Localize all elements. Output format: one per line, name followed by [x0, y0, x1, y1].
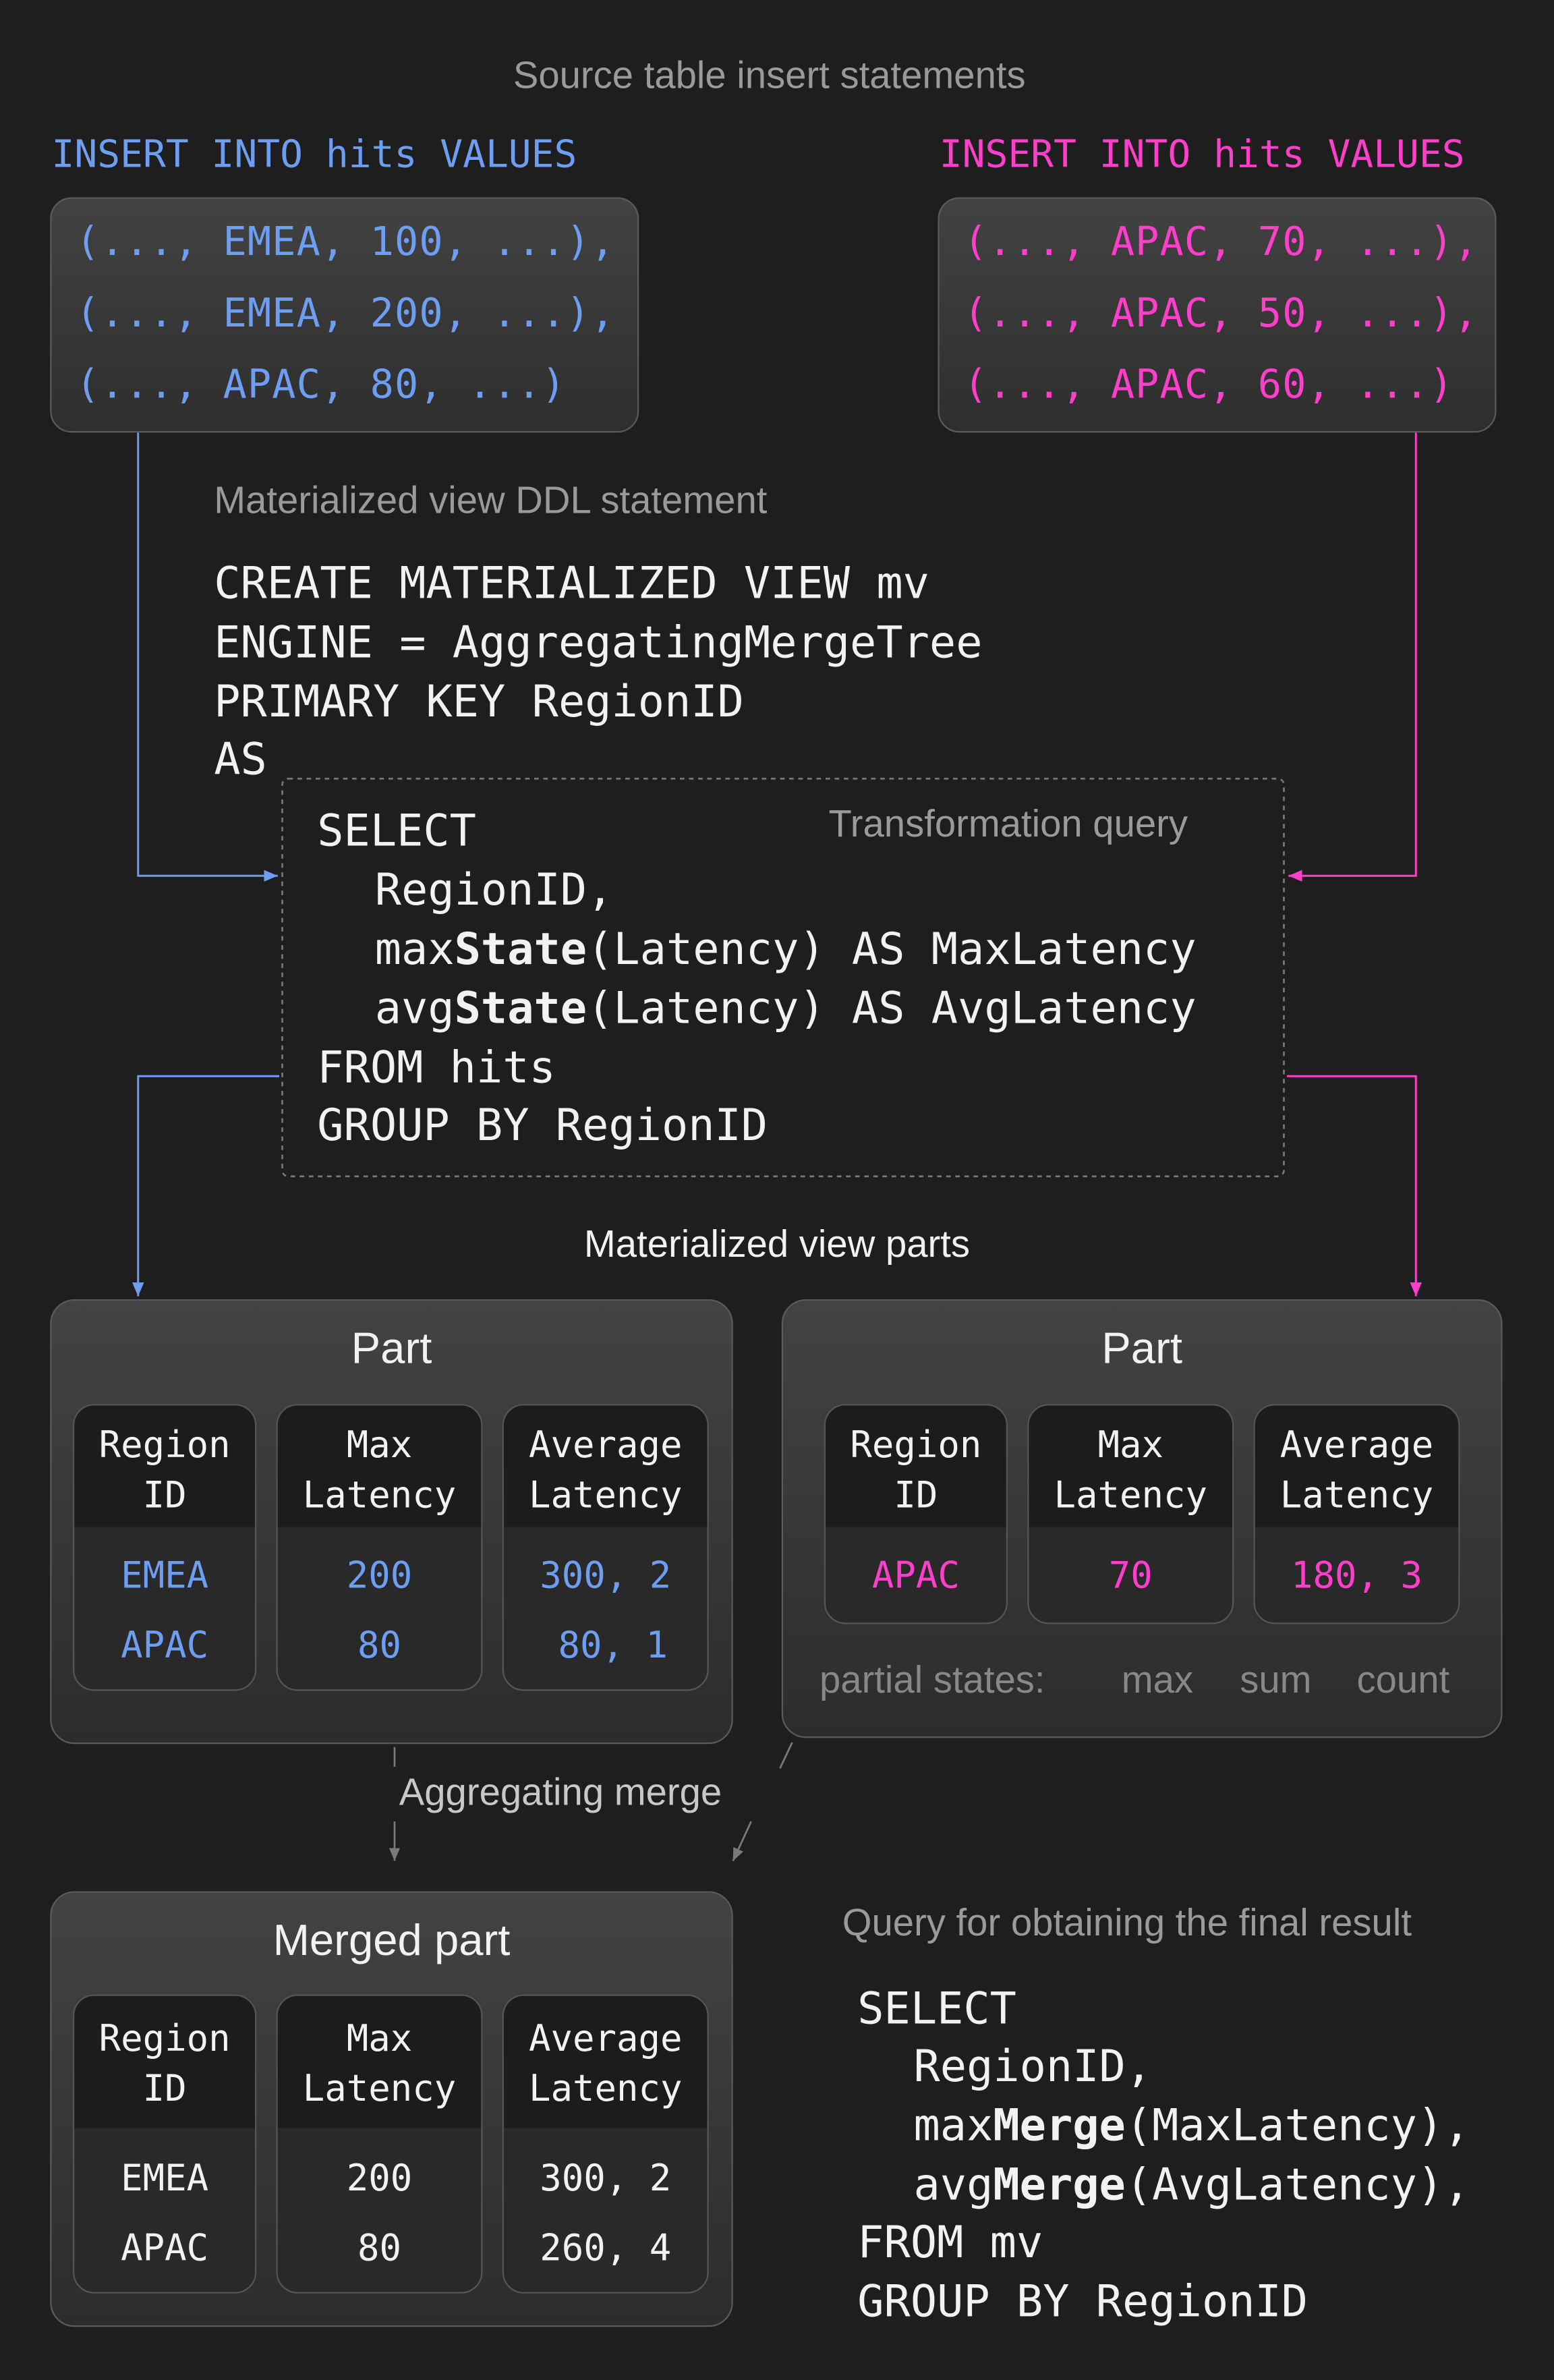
right-insert-label: INSERT INTO hits VALUES — [939, 132, 1465, 176]
magenta-connector-in — [1288, 432, 1417, 882]
partial-states-label: partial states: — [819, 1659, 1045, 1702]
part-title: Merged part — [272, 1917, 511, 1966]
final-query-line: SELECT — [857, 1982, 1016, 2035]
column-max-latency: Max Latency 70 — [1027, 1404, 1234, 1624]
partial-state-sum: sum — [1240, 1659, 1312, 1702]
column-region-id: Region ID EMEA APAC — [73, 1994, 257, 2294]
insert-row: (..., APAC, 60, ...) — [963, 362, 1454, 409]
transformation-query-box — [281, 777, 1285, 1178]
partial-state-count: count — [1356, 1659, 1450, 1702]
partial-state-max: max — [1121, 1659, 1194, 1702]
column-average-latency: Average Latency 180, 3 — [1253, 1404, 1460, 1624]
transformation-query-label: Transformation query — [828, 803, 1188, 846]
ddl-line: AS — [214, 733, 267, 785]
insert-row: (..., APAC, 50, ...), — [963, 291, 1479, 337]
column-region-id: Region ID EMEA APAC — [73, 1404, 257, 1691]
ddl-line: PRIMARY KEY RegionID — [214, 675, 744, 727]
final-query-line: maxMerge(MaxLatency), — [913, 2099, 1470, 2151]
ddl-line: ENGINE = AggregatingMergeTree — [214, 616, 983, 669]
final-query-line: avgMerge(AvgLatency), — [913, 2158, 1470, 2211]
part-left: Part Region ID EMEA APAC Max Latency 200… — [50, 1299, 733, 1745]
right-insert-values: (..., APAC, 70, ...), (..., APAC, 50, ..… — [938, 197, 1497, 433]
column-max-latency: Max Latency 200 80 — [276, 1994, 483, 2294]
final-query-title: Query for obtaining the final result — [842, 1902, 1412, 1945]
query-line: RegionID, — [374, 863, 614, 915]
part-title: Part — [351, 1325, 432, 1374]
left-insert-values: (..., EMEA, 100, ...), (..., EMEA, 200, … — [50, 197, 639, 433]
column-max-latency: Max Latency 200 80 — [276, 1404, 483, 1691]
aggregating-merge-label: Aggregating merge — [399, 1771, 722, 1814]
query-line: FROM hits — [317, 1041, 556, 1094]
column-region-id: Region ID APAC — [824, 1404, 1008, 1624]
insert-row: (..., EMEA, 100, ...), — [76, 220, 616, 266]
part-right: Part Region ID APAC Max Latency 70 Avera… — [781, 1299, 1503, 1738]
query-line: maxState(Latency) AS MaxLatency — [374, 923, 1197, 975]
merged-part: Merged part Region ID EMEA APAC Max Late… — [50, 1891, 733, 2327]
ddl-title: Materialized view DDL statement — [214, 480, 768, 522]
query-line: SELECT — [317, 804, 476, 857]
final-query-line: FROM mv — [857, 2216, 1043, 2268]
final-query-line: RegionID, — [913, 2040, 1153, 2092]
column-average-latency: Average Latency 300, 2 260, 4 — [502, 1994, 709, 2294]
parts-title: Materialized view parts — [583, 1223, 971, 1266]
blue-connector-out — [132, 1075, 279, 1297]
part-title: Part — [1101, 1325, 1182, 1374]
ddl-line: CREATE MATERIALIZED VIEW mv — [214, 557, 929, 609]
left-insert-label: INSERT INTO hits VALUES — [51, 132, 577, 176]
blue-connector-in — [137, 432, 278, 882]
query-line: GROUP BY RegionID — [317, 1099, 768, 1151]
insert-row: (..., EMEA, 200, ...), — [76, 291, 616, 337]
final-query-line: GROUP BY RegionID — [857, 2275, 1308, 2327]
source-title: Source table insert statements — [513, 55, 1026, 97]
query-line: avgState(Latency) AS AvgLatency — [374, 982, 1197, 1034]
insert-row: (..., APAC, 70, ...), — [963, 220, 1479, 266]
magenta-connector-out — [1287, 1075, 1422, 1297]
insert-row: (..., APAC, 80, ...) — [76, 362, 567, 409]
column-average-latency: Average Latency 300, 2 80, 1 — [502, 1404, 709, 1691]
